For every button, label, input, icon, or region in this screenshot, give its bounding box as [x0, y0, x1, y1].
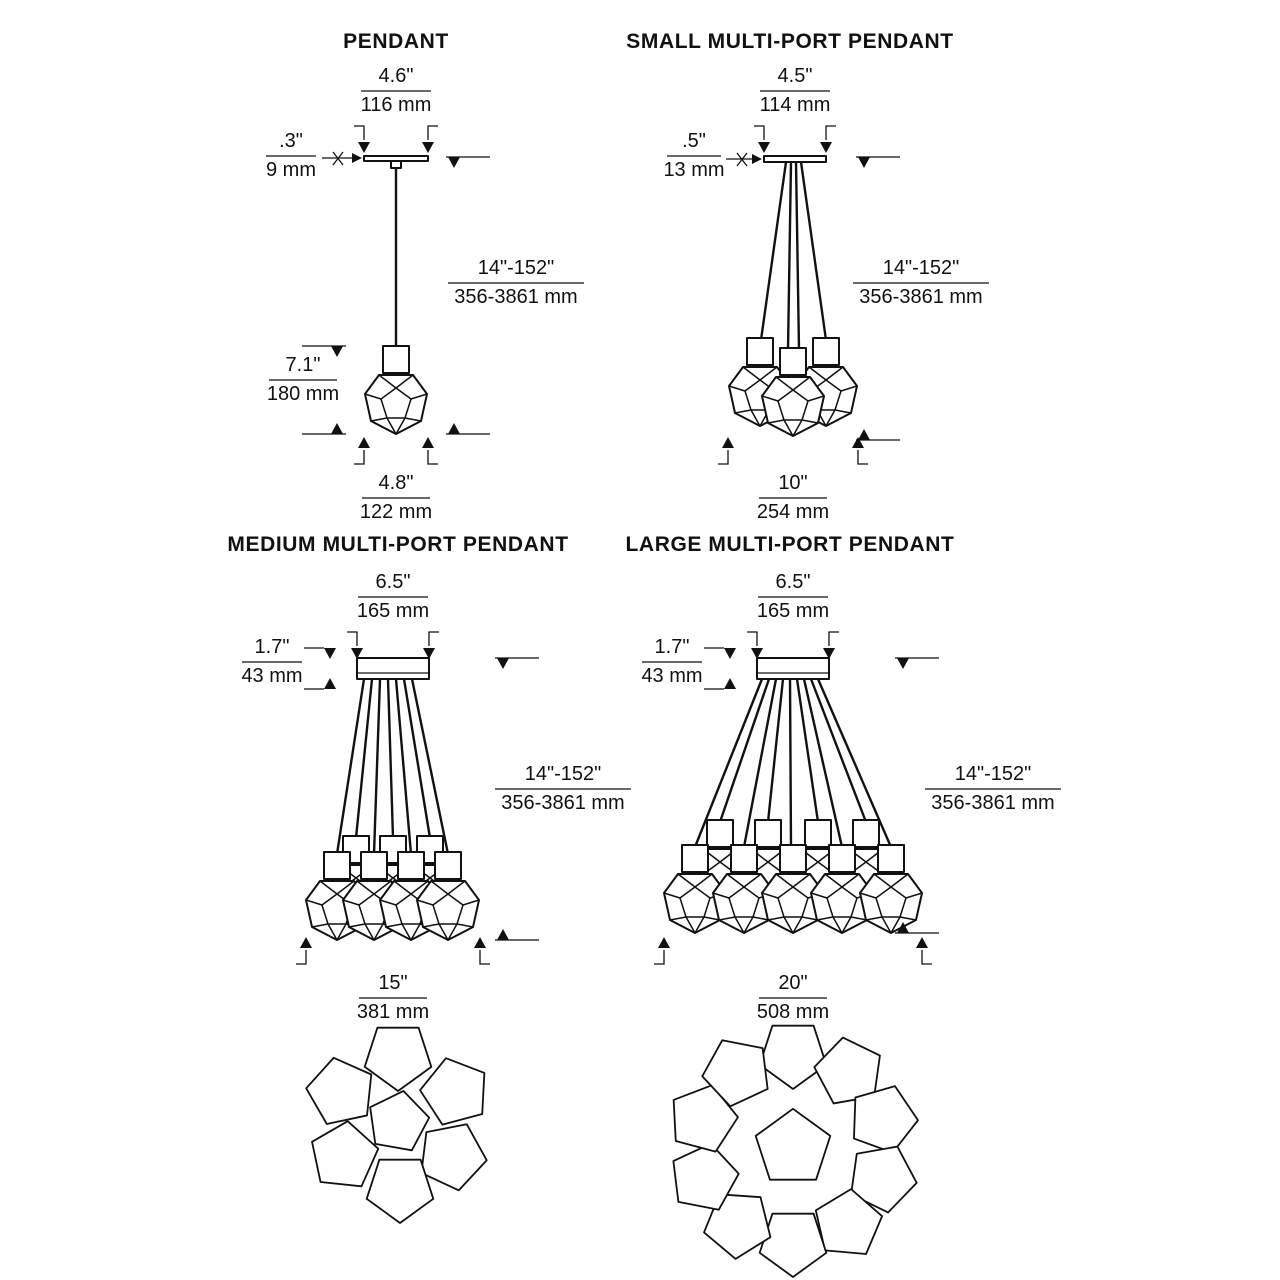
dim-inches: 6.5" — [376, 571, 411, 593]
dim-inches: 15" — [378, 972, 407, 994]
canopy-drawing — [763, 155, 827, 163]
dim-inches: 1.7" — [655, 636, 690, 658]
plan-shade-pentagon-center — [754, 1107, 832, 1181]
cord-line — [372, 678, 382, 855]
small-canopy-height-dim: .5" 13 mm — [663, 130, 762, 181]
dim-mm: 116 mm — [361, 94, 432, 116]
large-drawing — [663, 657, 923, 934]
cord-line — [394, 678, 413, 855]
panel-title: LARGE MULTI-PORT PENDANT — [626, 533, 955, 556]
cord-line — [742, 678, 778, 848]
dim-mm: 165 mm — [757, 600, 829, 622]
cord-line — [693, 678, 764, 848]
dim-inches: 14"-152" — [478, 257, 554, 279]
dim-mm: 165 mm — [357, 600, 429, 622]
medium-bottom-width-dim: 15" 381 mm — [296, 937, 490, 1023]
pendant-top-width-dim: 4.6" 116 mm — [354, 65, 438, 153]
cord-line — [794, 161, 801, 351]
small-drop-dim: 14"-152" 356-3861 mm — [853, 156, 989, 441]
dim-mm: 180 mm — [267, 383, 339, 405]
cord-line — [788, 678, 793, 848]
dim-inches: 4.6" — [379, 65, 414, 87]
panel-title: MEDIUM MULTI-PORT PENDANT — [227, 533, 568, 556]
dim-inches: .3" — [279, 130, 303, 152]
plan-shade-pentagon — [758, 1212, 828, 1278]
dim-mm: 43 mm — [241, 665, 302, 687]
dim-mm: 356-3861 mm — [931, 792, 1054, 814]
plan-shade-pentagon — [365, 1158, 435, 1224]
pendant-canopy-height-dim: .3" 9 mm — [266, 130, 362, 181]
cord-line — [759, 161, 788, 341]
cord-line — [809, 678, 868, 823]
cord-line — [786, 161, 793, 351]
small-bottom-width-dim: 10" 254 mm — [718, 437, 868, 523]
dim-mm: 122 mm — [360, 501, 432, 523]
dim-mm: 9 mm — [266, 159, 316, 181]
canopy-drawing — [756, 657, 830, 680]
canopy-drawing — [356, 657, 430, 680]
cord-line — [718, 678, 771, 823]
dim-inches: 14"-152" — [955, 763, 1031, 785]
dim-mm: 356-3861 mm — [501, 792, 624, 814]
large-plan-view — [660, 1005, 928, 1278]
cord-line — [402, 678, 432, 839]
panel-title: PENDANT — [343, 30, 449, 53]
panel-large-multi-port: LARGE MULTI-PORT PENDANT 6.5" 165 mm 1.7… — [626, 533, 1061, 1278]
cord-line — [799, 161, 828, 341]
cord-line — [410, 678, 450, 855]
small-top-width-dim: 4.5" 114 mm — [754, 65, 836, 153]
dim-mm: 356-3861 mm — [454, 286, 577, 308]
dim-mm: 356-3861 mm — [859, 286, 982, 308]
stem-hub-drawing — [390, 160, 402, 169]
large-drop-dim: 14"-152" 356-3861 mm — [895, 657, 1061, 934]
large-canopy-height-dim: 1.7" 43 mm — [641, 636, 736, 690]
medium-top-width-dim: 6.5" 165 mm — [347, 571, 439, 659]
pendant-bottom-width-dim: 4.8" 122 mm — [354, 437, 438, 523]
panel-medium-multi-port: MEDIUM MULTI-PORT PENDANT 6.5" 165 mm 1.… — [227, 533, 631, 1224]
dim-inches: 14"-152" — [883, 257, 959, 279]
large-bottom-width-dim: 20" 508 mm — [654, 937, 932, 1023]
dim-mm: 114 mm — [760, 94, 831, 116]
medium-plan-view — [298, 1007, 498, 1224]
cord-line — [386, 678, 395, 839]
dim-mm: 381 mm — [357, 1001, 429, 1023]
cord-line — [335, 678, 366, 855]
medium-drawing — [305, 657, 480, 941]
shade-drawing — [364, 345, 428, 435]
panel-pendant: PENDANT 4.6" 116 mm .3" 9 mm 7.1" — [266, 30, 584, 523]
dim-inches: 6.5" — [776, 571, 811, 593]
panel-title: SMALL MULTI-PORT PENDANT — [626, 30, 953, 53]
dim-inches: .5" — [682, 130, 706, 152]
dim-inches: 10" — [778, 472, 807, 494]
pendant-fixture-height-dim: 7.1" 180 mm — [267, 345, 346, 435]
dim-mm: 508 mm — [757, 1001, 829, 1023]
dim-inches: 1.7" — [255, 636, 290, 658]
dim-mm: 13 mm — [663, 159, 724, 181]
cord-line — [795, 678, 820, 823]
dim-inches: 4.5" — [778, 65, 813, 87]
dim-inches: 4.8" — [379, 472, 414, 494]
medium-drop-dim: 14"-152" 356-3861 mm — [495, 657, 631, 941]
small-drawing — [728, 155, 858, 437]
cord-line — [354, 678, 374, 839]
dim-inches: 14"-152" — [525, 763, 601, 785]
dim-mm: 254 mm — [757, 501, 829, 523]
dim-inches: 20" — [778, 972, 807, 994]
large-top-width-dim: 6.5" 165 mm — [747, 571, 839, 659]
cord-line — [802, 678, 844, 848]
dim-inches: 7.1" — [286, 354, 321, 376]
dim-mm: 43 mm — [641, 665, 702, 687]
medium-canopy-height-dim: 1.7" 43 mm — [241, 636, 336, 690]
pendant-drawing — [363, 155, 429, 435]
cord-line — [766, 678, 785, 823]
pendant-drop-dim: 14"-152" 356-3861 mm — [446, 156, 584, 435]
panel-small-multi-port: SMALL MULTI-PORT PENDANT 4.5" 114 mm .5"… — [626, 30, 989, 523]
